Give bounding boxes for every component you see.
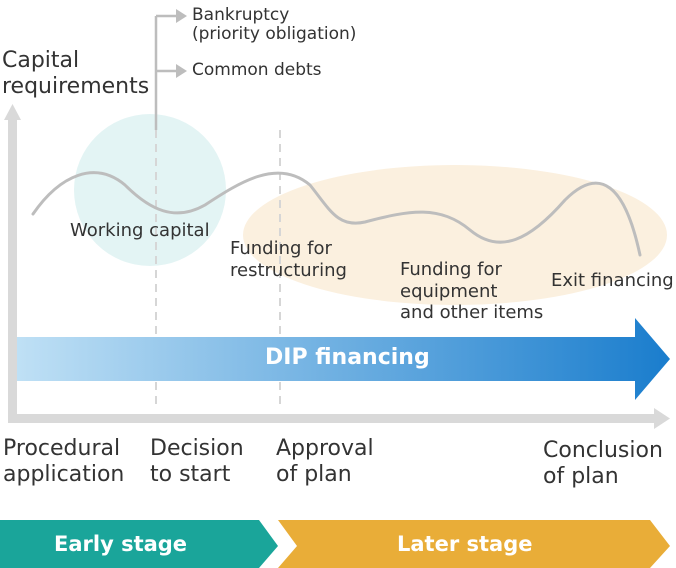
capital-curve (31, 171, 642, 257)
arrow-right-icon (176, 9, 187, 23)
later-stage-arrow (278, 520, 670, 568)
y-axis-label: Capital requirements (2, 48, 150, 99)
working-capital-label: Working capital (70, 220, 210, 241)
exit-financing-label: Exit financing (551, 270, 674, 291)
x-axis-arrow-icon (654, 408, 670, 429)
equipment-label: Funding for equipment and other items (400, 259, 544, 324)
procedural-application-label: Procedural application (3, 436, 125, 488)
decision-to-start-label: Decision to start (150, 436, 244, 488)
early-stage-arrow (0, 520, 278, 568)
later-stage-label: Later stage (397, 532, 533, 556)
y-axis (8, 118, 17, 418)
common-debts-label: Common debts (192, 60, 322, 80)
dip-financing-arrow (17, 318, 670, 400)
x-axis (8, 414, 656, 423)
approval-of-plan-label: Approval of plan (276, 436, 374, 488)
later-stage-highlight (243, 165, 667, 305)
restructuring-label: Funding for restructuring (230, 238, 347, 281)
conclusion-of-plan-label: Conclusion of plan (543, 438, 663, 490)
early-stage-label: Early stage (54, 532, 188, 556)
arrow-right-icon (176, 64, 187, 78)
outcome-branch (154, 14, 178, 130)
y-axis-arrow-icon (4, 104, 21, 120)
dip-financing-label: DIP financing (265, 345, 430, 370)
bankruptcy-label: Bankruptcy (priority obligation) (192, 5, 357, 44)
working-capital-highlight (74, 114, 226, 266)
